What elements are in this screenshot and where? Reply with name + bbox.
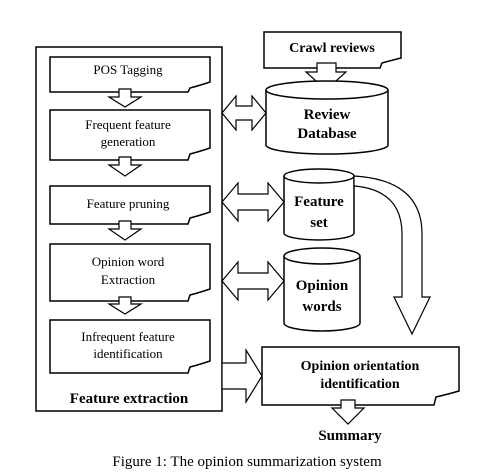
step-feature-pruning-label: Feature pruning [87,196,170,211]
step-infrequent-feature-identification: Infrequent feature identification [49,319,211,374]
crawl-reviews-label: Crawl reviews [289,41,375,56]
step-frequent-feature-line2: generation [101,134,156,149]
summary-label: Summary [318,428,382,444]
flow-arrow-2 [107,156,143,177]
group-to-orientation-arrow [221,347,263,405]
step-opinion-word-line1: Opinion word [92,254,165,269]
step-pos-tagging: POS Tagging [49,56,211,93]
step-pos-tagging-label: POS Tagging [93,62,163,77]
figure-caption: Figure 1: The opinion summarization syst… [112,454,382,470]
feature-set-line2: set [310,215,328,231]
review-database-cylinder: Review Database [265,80,389,155]
opinion-words-line2: words [302,299,341,315]
review-database-line1: Review [304,107,351,123]
opinion-orientation-line1: Opinion orientation [301,359,420,374]
opinion-orientation-box: Opinion orientation identification [261,346,460,406]
feature-extraction-group [35,46,223,412]
flow-arrow-4 [106,296,144,315]
feature-extraction-title: Feature extraction [70,391,189,407]
step-infrequent-line2: identification [93,346,163,361]
opinion-orientation-line2: identification [320,377,400,392]
crawl-reviews-box: Crawl reviews [263,31,402,69]
step-frequent-feature-generation: Frequent feature generation [49,109,211,161]
step-opinion-word-line2: Extraction [101,272,156,287]
review-database-line2: Database [297,126,357,142]
double-arrow-opinion-words [221,260,285,302]
orientation-to-summary-arrow [330,399,366,425]
feature-set-line1: Feature [294,194,344,210]
double-arrow-feature-set [221,181,285,223]
flow-arrow-1 [106,88,144,108]
double-arrow-database [221,94,267,132]
feature-set-to-orientation-arrow [353,175,431,336]
opinion-words-line1: Opinion [296,278,349,294]
opinion-words-cylinder: Opinion words [283,247,361,332]
feature-set-cylinder: Feature set [283,168,355,241]
step-frequent-feature-line1: Frequent feature [85,117,171,132]
flow-arrow-3 [107,220,143,241]
step-infrequent-line1: Infrequent feature [81,329,175,344]
step-feature-pruning: Feature pruning [49,185,211,225]
step-opinion-word-extraction: Opinion word Extraction [49,243,211,302]
